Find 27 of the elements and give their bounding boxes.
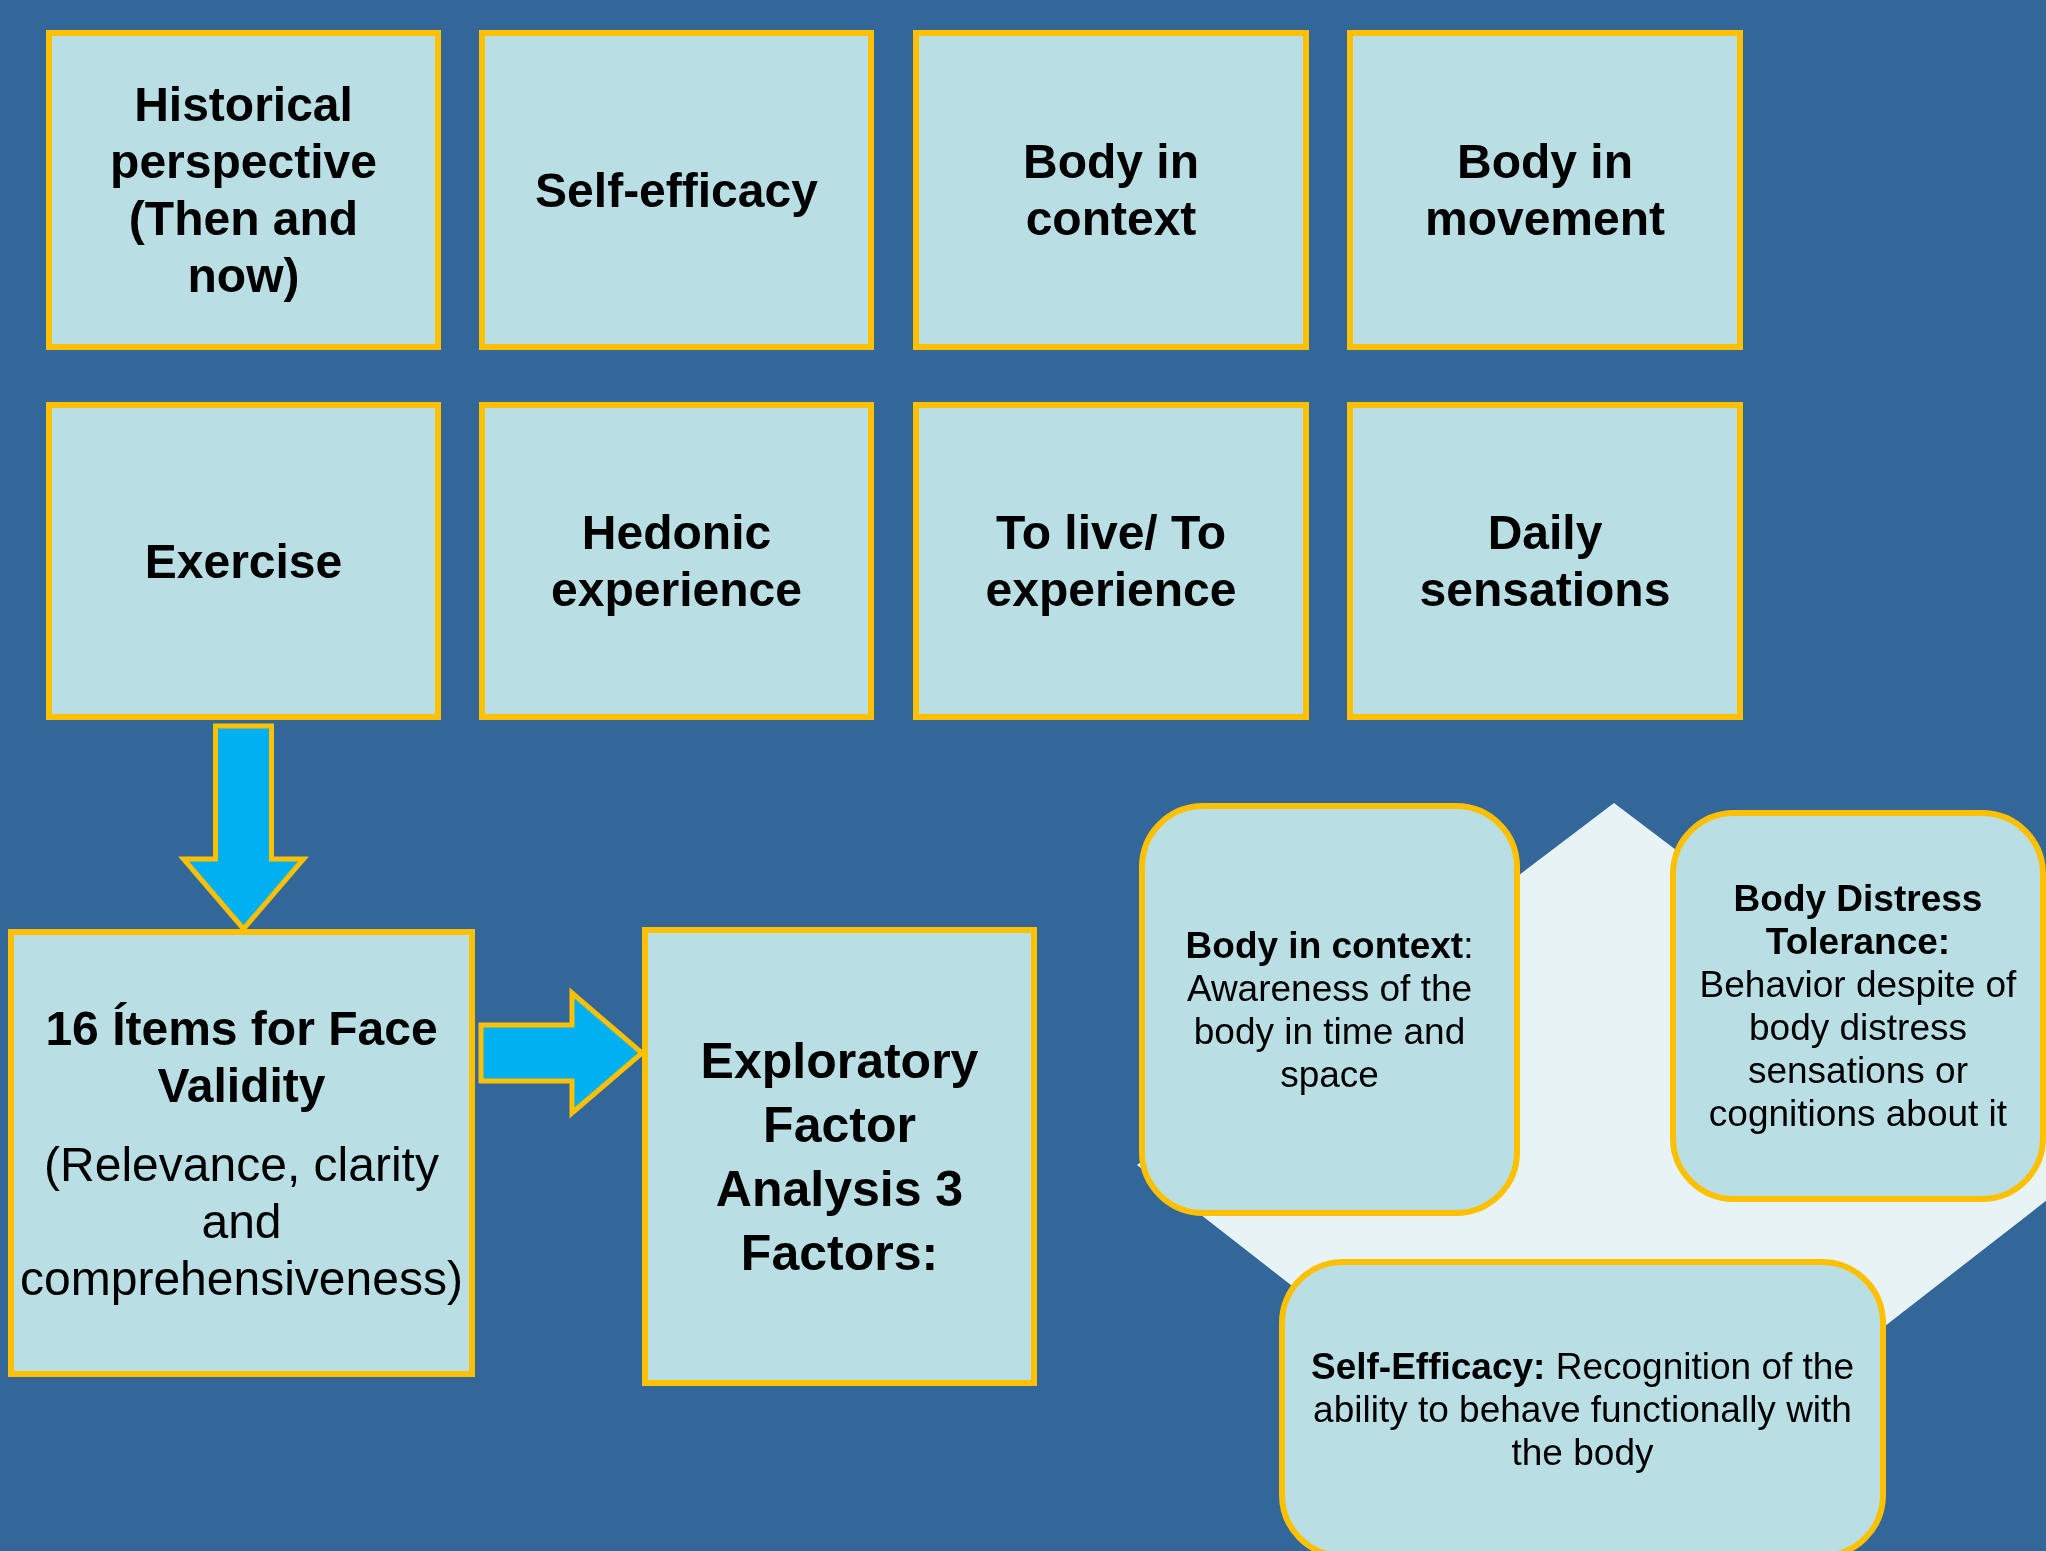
process-box xyxy=(1347,30,1743,350)
process-box xyxy=(46,402,441,720)
process-box xyxy=(479,402,874,720)
process-box xyxy=(8,929,475,1377)
process-box xyxy=(479,30,874,350)
process-box xyxy=(913,30,1309,350)
factor-box xyxy=(1139,803,1520,1216)
box-description: (Relevance, clarity and comprehensiveness) xyxy=(19,1136,464,1307)
box-heading: Body in context xyxy=(1022,134,1200,247)
box-heading: 16 Ítems for Face Validity xyxy=(44,1000,439,1114)
box-heading: Exploratory Factor Analysis 3 Factors: xyxy=(699,1031,980,1283)
box-heading: To live/ To experience xyxy=(984,505,1238,618)
box-heading: Daily sensations xyxy=(1418,505,1672,618)
factor-box xyxy=(1279,1259,1886,1551)
box-heading: Self-Efficacy: Recognition of the ability to behave functionally with the body xyxy=(1310,1344,1855,1474)
process-box xyxy=(1347,402,1743,720)
process-box xyxy=(913,402,1309,720)
box-heading: Hedonic experience xyxy=(550,505,803,618)
factor-box xyxy=(1670,810,2046,1202)
box-heading: Body Distress Tolerance: Behavior despite of body distress sensations or cognitions about it xyxy=(1698,877,2018,1135)
box-heading: Historical perspective (Then and now) xyxy=(109,77,378,304)
box-heading: Body in context: Awareness of the body in time and space xyxy=(1184,923,1475,1096)
box-heading: Exercise xyxy=(143,533,344,590)
process-box xyxy=(642,927,1037,1386)
process-box xyxy=(46,30,441,350)
box-heading: Self-efficacy xyxy=(534,162,819,219)
box-heading: Body in movement xyxy=(1423,134,1667,247)
